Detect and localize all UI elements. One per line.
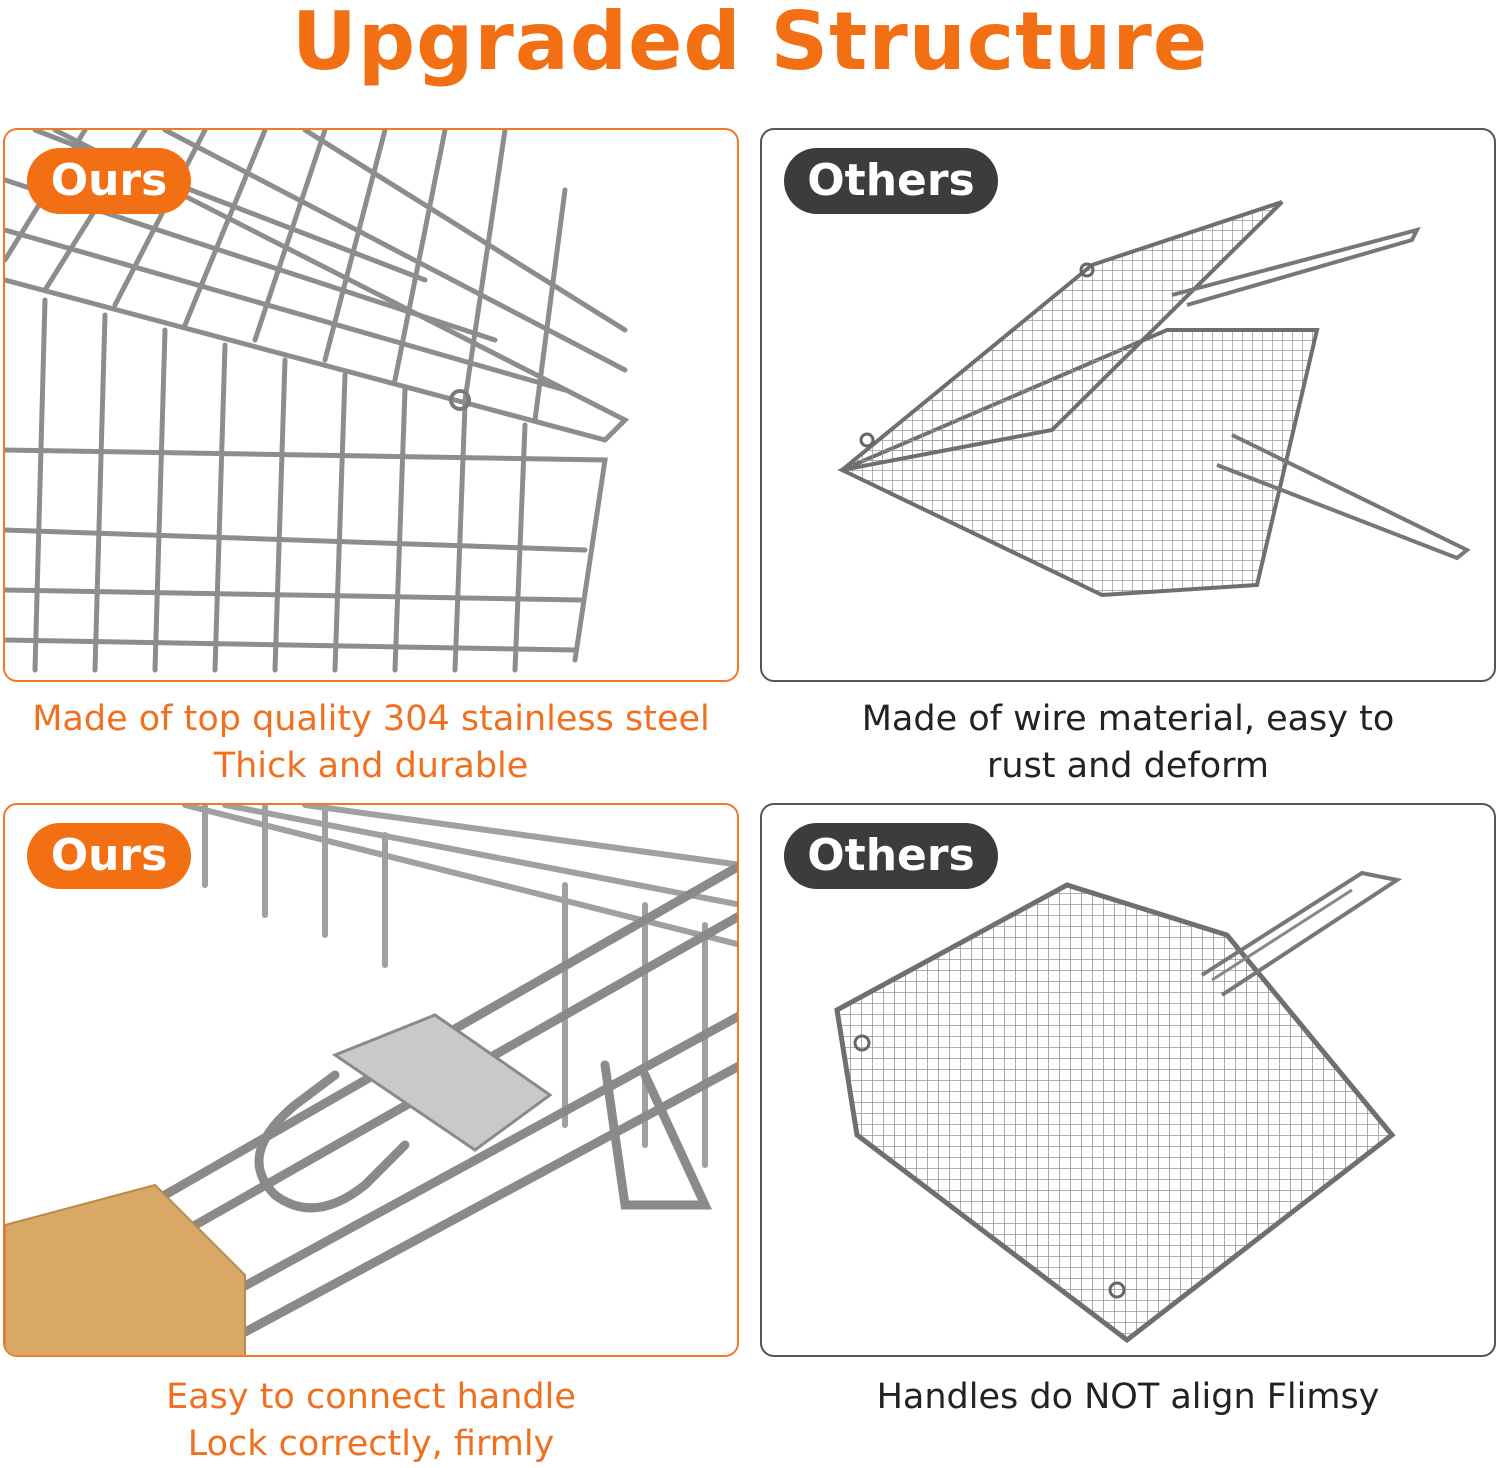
caption-line: Handles do NOT align Flimsy [876,1377,1380,1417]
wire-mesh-grill-image [837,200,1471,598]
handle-lock-closeup-image [5,805,737,1355]
caption-line: Lock correctly, firmly [187,1424,555,1464]
ours-handle-caption: Easy to connect handle Lock correctly, f… [3,1374,739,1468]
ours-handle-panel: Ours [3,803,739,1357]
caption-line: Easy to connect handle [166,1377,576,1417]
page-title: Upgraded Structure [291,0,1209,88]
flimsy-mesh-grill-image [834,870,1403,1344]
stainless-steel-basket-image [5,130,630,673]
ours-badge: Ours [27,148,191,214]
others-badge: Others [784,823,998,889]
ours-badge: Ours [27,823,191,889]
caption-line: rust and deform [987,746,1269,786]
caption-line: Made of wire material, easy to [861,699,1395,739]
others-material-panel: Others [760,128,1496,682]
caption-line: Thick and durable [213,746,529,786]
others-handle-panel: Others [760,803,1496,1357]
others-material-caption: Made of wire material, easy to rust and … [760,696,1496,790]
others-badge: Others [784,148,998,214]
ours-material-caption: Made of top quality 304 stainless steel … [3,696,739,790]
ours-material-panel: Ours [3,128,739,682]
others-handle-caption: Handles do NOT align Flimsy [760,1374,1496,1421]
caption-line: Made of top quality 304 stainless steel [32,699,710,739]
